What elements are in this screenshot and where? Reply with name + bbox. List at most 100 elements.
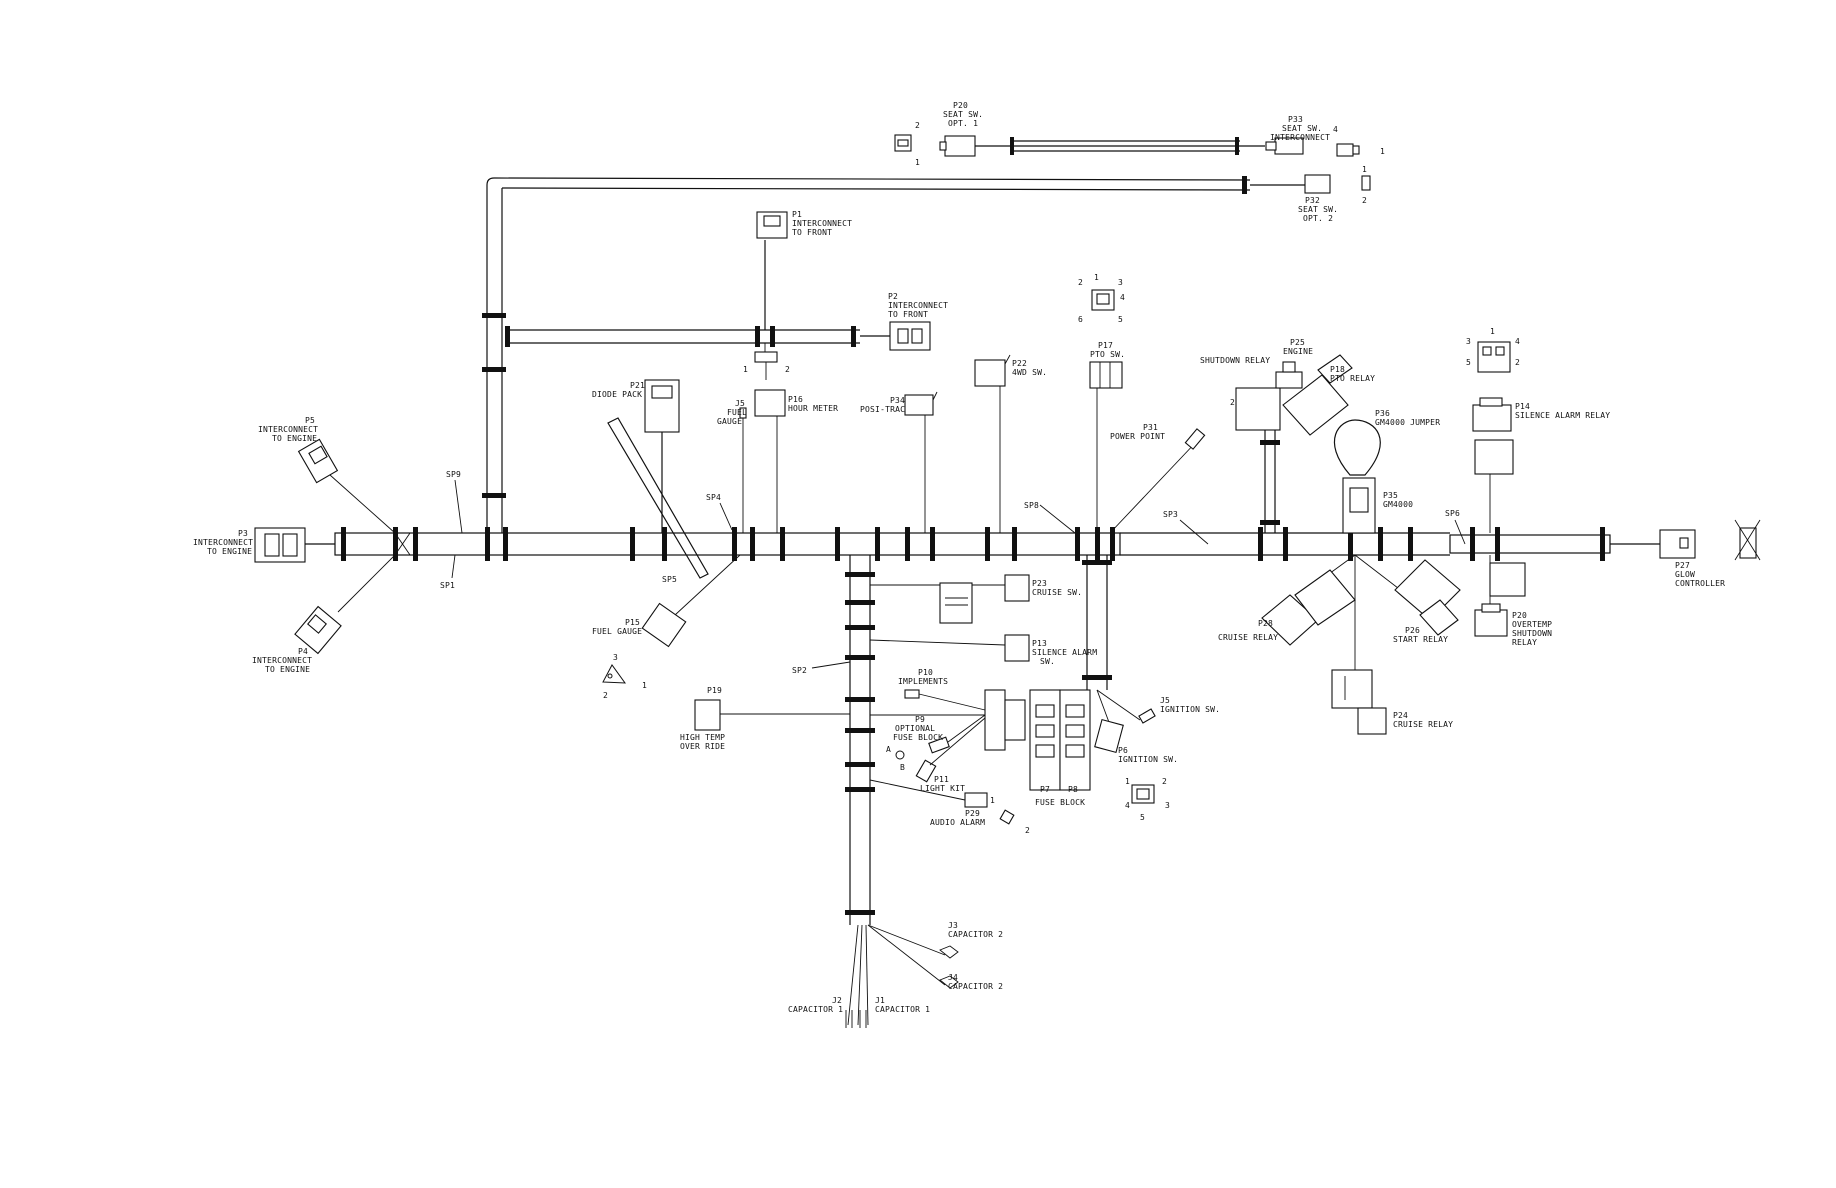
fuel-label: FUEL [727,408,747,417]
p20b-over-label: OVERTEMP [1512,620,1552,629]
j5-label: J5 [1160,696,1170,705]
sp2-label: SP2 [792,666,807,675]
p25a-engine-label: ENGINE [1283,347,1313,356]
p6-pin-view: 1 2 3 4 5 [1125,777,1170,822]
pin-1-label: 1 [1125,777,1130,786]
p24-label: P24 [1393,711,1408,720]
p21-diode-label: DIODE PACK [592,390,642,399]
p32-seat-label: SEAT SW. [1298,205,1338,214]
j4-label: J4 [948,973,958,982]
p14-label: P14 [1515,402,1530,411]
p18-pto-relay: P18 PTO RELAY [1282,354,1375,436]
p24-cruise-relay: P24 CRUISE RELAY [1331,669,1453,735]
p35-gm-label: GM4000 [1383,500,1413,509]
p3-interconnect-to-engine: P3 INTERCONNECT TO ENGINE [193,527,306,563]
p1-interconnect-to-front: P1 INTERCONNECT TO FRONT [756,210,852,239]
j5-fuel-gauge: J5 FUEL GAUGE [717,399,747,533]
p33-seat-label: SEAT SW. [1282,124,1322,133]
p29-audio-alarm: P29 AUDIO ALARM 1 2 [869,779,1030,835]
p11-label: P11 [934,775,949,784]
p23-cruise-label: CRUISE SW. [1032,588,1082,597]
p15-fuel-label: FUEL GAUGE [592,627,642,636]
p20-pin-view: 2 1 [894,121,920,167]
pin-2-label: 2 [1162,777,1167,786]
p16-hour-meter: P16 HOUR METER [754,389,838,533]
p18-pto-label: PTO RELAY [1330,374,1375,383]
p27-label: P27 [1675,561,1690,570]
p2-front-label: TO FRONT [888,310,928,319]
p15-label: P15 [625,618,640,627]
p4-engine-label: TO ENGINE [265,665,310,674]
p13-silence-label: SILENCE ALARM [1032,648,1097,657]
p27-pin-view [1734,519,1761,561]
pin-4-label: 4 [1515,337,1520,346]
sp9-label: SP9 [446,470,461,479]
p13-silence-alarm-sw: P13 SILENCE ALARM SW. [869,634,1097,666]
p26-start-label: START RELAY [1393,635,1448,644]
p14-pin-view: 1 3 4 5 2 [1466,327,1520,373]
p32-pin-view: 1 2 [1361,165,1371,205]
p14-silence-label: SILENCE ALARM RELAY [1515,411,1610,420]
p5-interconnect-to-engine: P5 INTERCONNECT TO ENGINE [258,416,396,534]
j5-ign-label: IGNITION SW. [1160,705,1220,714]
pin-triangle-part: 3 2 1 [602,653,647,700]
p17-pin-view: 1 2 3 4 5 6 [1078,273,1125,324]
j3-label: J3 [948,921,958,930]
p15-fuel-gauge: P15 FUEL GAUGE [592,554,741,648]
p18-label: P18 [1330,365,1345,374]
p19-label: P19 [707,686,722,695]
pin-2-label: 2 [1515,358,1520,367]
p32-opt-label: OPT. 2 [1303,214,1333,223]
pin-3-label: 3 [1165,801,1170,810]
p31-label: P31 [1143,423,1158,432]
p17-pto-label: PTO SW. [1090,350,1125,359]
sp2-vertical-branch [845,555,946,1026]
ignition-branch [1082,555,1141,726]
p13-sw-label: SW. [1040,657,1055,666]
p9-optional-fuse-block: P9 OPTIONAL FUSE BLOCK A B [886,714,986,772]
p14-silence-alarm-relay: P14 SILENCE ALARM RELAY [1472,397,1610,533]
sp4-label: SP4 [706,493,721,502]
pin-1-label: 1 [1380,147,1385,156]
p35-label: P35 [1383,491,1398,500]
pin-5-label: 5 [1140,813,1145,822]
p4-label: P4 [298,647,308,656]
p20-seat-label: SEAT SW. [943,110,983,119]
p32-label: P32 [1305,196,1320,205]
p6-ignition-sw: P6 IGNITION SW. [1094,718,1178,764]
p4-int-label: INTERCONNECT [252,656,312,665]
upper-branches [482,137,1305,533]
pin-3-label: 3 [1118,278,1123,287]
main-trunk [305,532,1660,556]
trunk-bands [341,527,1605,561]
p20b-relay-label: RELAY [1512,638,1537,647]
sp1-label: SP1 [440,581,455,590]
p36-gm4000-jumper: P36 GM4000 JUMPER [1333,409,1440,476]
p19-high-temp-override: P19 HIGH TEMP OVER RIDE [680,686,850,751]
pin-a-label: A [886,745,891,754]
p20b-shut-label: SHUTDOWN [1512,629,1552,638]
j4-cap-label: CAPACITOR 2 [948,982,1003,991]
p21-diode-pack: P21 DIODE PACK [592,379,680,533]
pin-2-label: 2 [785,365,790,374]
p36-gm-label: GM4000 JUMPER [1375,418,1440,427]
p29-label: P29 [965,809,980,818]
pin-2-label: 2 [1230,398,1235,407]
p9-label: P9 [915,715,925,724]
p16-label: P16 [788,395,803,404]
pin-2-label: 2 [1078,278,1083,287]
p1-pin-view: 1 2 [743,351,790,380]
p25-engine-shutdown-relay: P25 ENGINE SHUTDOWN RELAY [1200,338,1313,533]
gauge-label: GAUGE [717,417,742,426]
p22-label: P22 [1012,359,1027,368]
sp8-label: SP8 [1024,501,1039,510]
p34-label: P34 [890,396,905,405]
p6-ign-label: IGNITION SW. [1118,755,1178,764]
splice-labels: SP9 SP1 SP4 SP5 SP8 SP3 SP6 SP2 [440,470,1466,675]
p20-opt-label: OPT. 1 [948,119,978,128]
p3-engine-label: TO ENGINE [207,547,252,556]
pin-1-label: 1 [1094,273,1099,282]
p24-cruise-label: CRUISE RELAY [1393,720,1453,729]
p28-label: P28 [1258,619,1273,628]
